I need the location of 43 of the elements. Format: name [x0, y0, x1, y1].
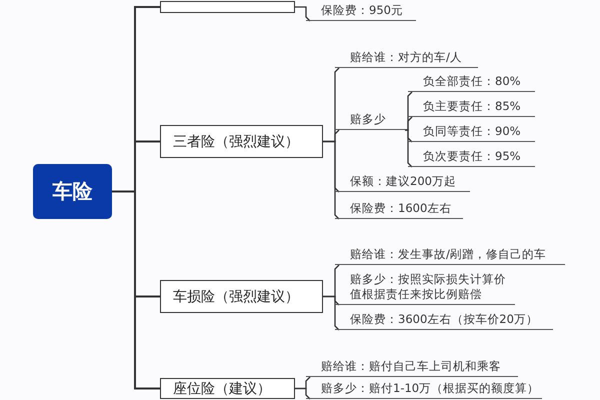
topic-text: 赔多少：按照实际损失计算价值根据责任来按比例赔偿 [350, 272, 507, 302]
root-topic-box [33, 164, 112, 219]
connector-line [295, 6, 310, 22]
topic-box [160, 378, 295, 399]
topic-text: 保险费：3600左右（按车价20万） [350, 312, 538, 327]
topic-text: 负主要责任：85% [423, 99, 521, 114]
topic-box [160, 125, 323, 158]
connector-line [112, 190, 160, 390]
topic-text: 赔给谁：对方的车/人 [350, 50, 462, 65]
topic-text: 负全部责任：80% [423, 74, 521, 89]
topic-text: 保险费：1600左右 [350, 201, 452, 216]
topic-text: 负次要责任：95% [423, 149, 521, 164]
topic-text: 车险 [52, 178, 92, 205]
connector-line [295, 388, 310, 400]
connector-line [323, 296, 340, 330]
topic-text: 车损险（强烈建议） [173, 288, 299, 306]
topic-text: 赔给谁：发生事故/剐蹭，修自己的车 [350, 247, 546, 262]
topic-text: 赔多少 [350, 112, 386, 127]
underlined-subtopic [408, 148, 535, 167]
underlined-subtopic [335, 111, 405, 130]
underlined-subtopic [408, 73, 535, 92]
underlined-subtopic [408, 123, 535, 142]
topic-text: 负同等责任：90% [423, 124, 521, 139]
underlined-subtopic [306, 2, 416, 21]
connector-line [323, 140, 340, 220]
box-shape [160, 1, 295, 13]
underlined-subtopic [306, 380, 542, 399]
underlined-subtopic [335, 49, 478, 68]
topic-text: 赔多少：赔付1-10万（根据买的额度算） [321, 381, 540, 396]
topic-text: 赔给谁：赔付自己车上司机和乘客 [321, 359, 501, 374]
underlined-subtopic [335, 200, 463, 219]
underlined-subtopic [306, 358, 518, 377]
topic-text: 保险费：950元 [321, 3, 403, 18]
connector-line [405, 129, 412, 168]
underlined-subtopic [335, 311, 553, 330]
topic-text: 座位险（建议） [173, 380, 271, 398]
connector-line [405, 116, 412, 131]
underlined-subtopic [408, 98, 535, 117]
underlined-subtopic [335, 173, 470, 192]
topic-text: 三者险（强烈建议） [173, 132, 299, 150]
topic-text: 保额：建议200万起 [350, 174, 456, 189]
topic-box [160, 280, 323, 313]
underlined-subtopic [335, 246, 565, 265]
